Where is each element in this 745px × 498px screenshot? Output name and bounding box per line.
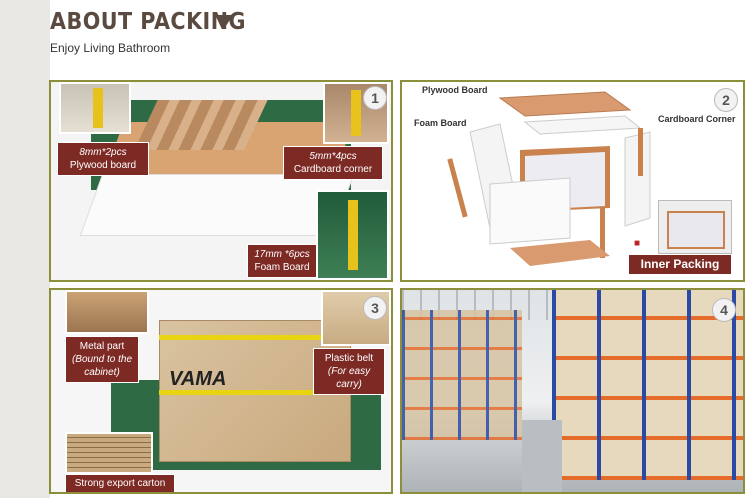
belt-note-1: (For easy	[327, 366, 371, 377]
warehouse-photo	[402, 290, 743, 492]
foam-board-label: 17mm *6pcs Foam Board	[247, 244, 317, 278]
plywood-board-callout: Plywood Board	[422, 85, 488, 95]
foam-board-closeup	[316, 190, 389, 280]
warehouse-panel: 4	[400, 288, 745, 494]
cardboard-corner-callout: Cardboard Corner	[658, 114, 736, 124]
metal-part-label: Metal part (Bound to the cabinet)	[65, 336, 139, 383]
plywood-name: Plywood board	[69, 160, 137, 171]
plywood-size: 8mm*2pcs	[79, 147, 127, 158]
corrugated-carton-closeup	[65, 432, 153, 474]
packing-materials-panel: 8mm*2pcs Plywood board 1 5mm*4pcs Cardbo…	[49, 80, 393, 282]
vama-brand: VAMA	[169, 368, 227, 390]
step-number-2: 2	[714, 88, 738, 112]
belt-note-2: carry)	[336, 379, 362, 390]
cardboard-corner-label: 5mm*4pcs Cardboard corner	[283, 146, 383, 180]
export-carton-panel: VAMA Metal part (Bound to the cabinet) 3…	[49, 288, 393, 494]
step-number-1: 1	[363, 86, 387, 110]
triangle-down-icon	[215, 15, 233, 29]
metal-note-1: (Bound to the	[71, 354, 133, 365]
exploded-packing-diagram	[447, 91, 651, 266]
foam-name: Foam Board	[254, 262, 310, 273]
metal-part-closeup	[65, 290, 149, 334]
corner-name: Cardboard corner	[293, 164, 373, 175]
plywood-closeup	[59, 82, 131, 134]
page-title: ABOUT PACKING	[50, 9, 246, 35]
carton-label: Strong export carton	[65, 474, 175, 492]
arrow-right-icon: ■	[634, 238, 641, 249]
inner-packing-photo	[658, 200, 732, 254]
plastic-belt-label: Plastic belt (For easy carry)	[313, 348, 385, 395]
inner-packing-label: Inner Packing	[628, 254, 732, 275]
foam-size: 17mm *6pcs	[254, 249, 310, 260]
foam-board-callout: Foam Board	[414, 118, 467, 128]
inner-packing-diagram-panel: 2 Plywood Board Foam Board Cardboard Cor…	[400, 80, 745, 282]
plywood-board-label: 8mm*2pcs Plywood board	[57, 142, 149, 176]
page-subtitle: Enjoy Living Bathroom	[50, 41, 171, 55]
belt-title: Plastic belt	[324, 353, 374, 364]
left-margin-strip	[0, 0, 50, 498]
step-number-4: 4	[712, 298, 736, 322]
step-number-3: 3	[363, 296, 387, 320]
metal-title: Metal part	[79, 341, 125, 352]
corner-size: 5mm*4pcs	[309, 151, 357, 162]
metal-note-2: cabinet)	[84, 367, 120, 378]
